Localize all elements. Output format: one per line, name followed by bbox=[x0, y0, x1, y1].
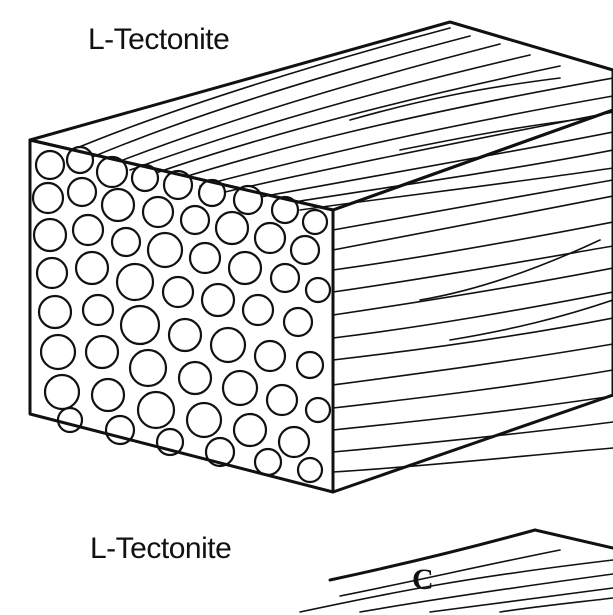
shear-plane-label: C bbox=[412, 563, 434, 596]
block-title-bottom: L-Tectonite bbox=[90, 532, 232, 565]
block-outline bbox=[28, 20, 613, 494]
lower-block-partial bbox=[299, 528, 613, 613]
block-title-top: L-Tectonite bbox=[88, 23, 230, 56]
front-face-grains bbox=[31, 145, 332, 484]
side-face-lineation bbox=[332, 179, 613, 473]
top-face-lineation bbox=[71, 27, 613, 211]
